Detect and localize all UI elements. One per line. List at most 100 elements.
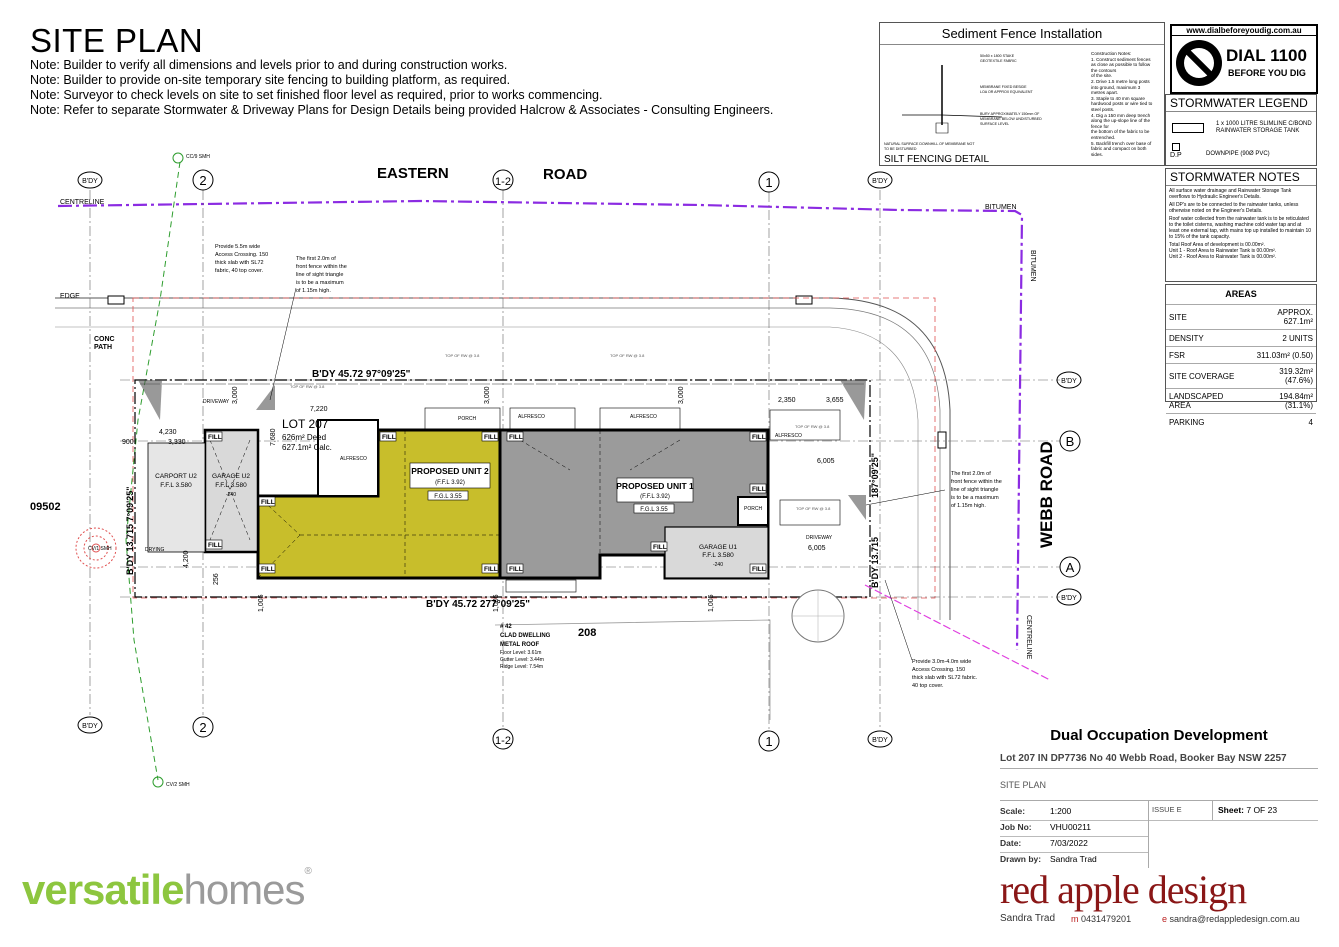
bitumen-label: BITUMEN (985, 204, 1017, 211)
smh-top-label: CC/9 SMH (186, 154, 210, 160)
crossing-note-top-2: Access Crossing. 150 (215, 252, 268, 258)
top-rw-1: TOP OF RW @ 3.8 (290, 384, 325, 389)
conc-path-label: CONC (94, 336, 115, 343)
garage-u2-label: GARAGE U2 (212, 473, 250, 480)
dim-7680: 7,680 (270, 428, 277, 446)
grid-bubble-2-bottom: 2 (199, 720, 206, 735)
crossing-note-top-3: thick slab with SL72 (215, 260, 264, 266)
sight-note-top-5: of 1.15m high. (296, 288, 331, 294)
versatile-homes-logo: versatilehomes® (22, 866, 312, 913)
grid-bubble-1-bottom: 1 (765, 734, 772, 749)
unit-1-title: PROPOSED UNIT 1 (616, 481, 694, 491)
sight-triangle-right (848, 495, 866, 520)
stormwater-notes-body: All surface water drainage and Rainwater… (1169, 188, 1312, 260)
silt-label-7: SURFACE LEVEL (980, 122, 1009, 126)
silt-label-3: MEMBRANE FIXED BESIDE (980, 85, 1027, 89)
tank-symbol (1172, 123, 1204, 133)
sight-note-right-5: of 1.15m high. (951, 503, 986, 509)
sight-note-right-2: front fence within the (951, 479, 1002, 485)
bdy-bubble-bottom-left: B'DY (82, 723, 98, 730)
unit-2-ffl: (F.F.L 3.92) (435, 480, 465, 486)
dim-3000-c: 3,000 (678, 386, 685, 404)
top-rw-3: TOP OF RW @ 3.8 (610, 353, 645, 358)
bdy-bubble-top-left: B'DY (82, 178, 98, 185)
stormwater-legend-title: STORMWATER LEGEND (1166, 95, 1316, 112)
alfresco-label-u1: ALFRESCO (775, 433, 802, 439)
sight-note-right-4: is to be a maximum (951, 495, 999, 501)
porch-label: PORCH (458, 416, 476, 422)
bitumen-label-side: BITUMEN (1029, 250, 1036, 282)
carport-ffl: F.F.L 3.580 (160, 482, 192, 489)
neighbour-ridge-level: Ridge Level: 7.54m (500, 664, 543, 670)
fill-label-10: FILL (752, 434, 766, 441)
drying-label: DRYING (145, 547, 164, 553)
dim-900: 900 (122, 439, 134, 446)
dim-1005-c: 1,005 (708, 594, 715, 612)
sheet-number: Sheet: 7 OF 23 (1218, 805, 1278, 815)
dim-256: 256 (213, 573, 220, 585)
crossing-note-top-1: Provide 5.5m wide (215, 244, 260, 250)
silt-label-2: GEOTEXTILE FABRIC (980, 59, 1017, 63)
silt-label-9: TO BE DISTURBED (884, 147, 917, 151)
smh-top (172, 152, 184, 164)
tank-description: 1 x 1000 LITRE SLIMLINE C/BOND RAINWATER… (1216, 121, 1312, 134)
road-label-webb: WEBB ROAD (1037, 441, 1056, 548)
garage-u2 (203, 428, 260, 554)
bdy-bottom-label: B'DY 45.72 277°09'25" (426, 599, 530, 610)
site-boundary (134, 379, 871, 598)
bdy-bubble-top-right: B'DY (872, 178, 888, 185)
fill-label-5: FILL (382, 434, 396, 441)
dim-3655: 3,655 (826, 397, 844, 404)
stormwater-legend: STORMWATER LEGEND 1 x 1000 LITRE SLIMLIN… (1165, 94, 1317, 166)
note-3: Note: Surveyor to check levels on site t… (30, 88, 603, 102)
unit-2-alfresco (317, 419, 379, 497)
fill-label-13: FILL (752, 566, 766, 573)
fill-label-1: FILL (208, 434, 222, 441)
sight-note-right-3: line of sight triangle (951, 487, 998, 493)
garage-u1-level: -240 (713, 562, 723, 568)
downpipe-description: DOWNPIPE (90Ø PVC) (1206, 151, 1270, 157)
dim-7220: 7,220 (310, 406, 328, 413)
sediment-title: Sediment Fence Installation (880, 23, 1164, 45)
grid-bubble-2-top: 2 (199, 173, 206, 188)
alfresco-label-3: ALFRESCO (630, 414, 657, 420)
garage-u1-label: GARAGE U1 (699, 544, 737, 551)
sight-triangle-mid (256, 385, 275, 410)
sight-note-top-3: line of sight triangle (296, 272, 343, 278)
fill-label-8: FILL (509, 434, 523, 441)
alfresco-u2-label: ALFRESCO (340, 456, 367, 462)
note-2: Note: Builder to provide on-site tempora… (30, 73, 511, 87)
neighbour-house-no: # 42 (500, 624, 512, 630)
red-apple-design-logo: red apple design (1000, 867, 1247, 912)
silt-label-5: BURY APPROXIMATELY 150mm OF (980, 112, 1040, 116)
designer-phone: m 0431479201 (1071, 914, 1132, 924)
edge-label: EDGE (60, 293, 80, 300)
silt-fence-sketch: 50x50 x 1800 STAKE GEOTEXTILE FABRIC MEM… (884, 54, 1042, 151)
sight-triangle-right-top (840, 380, 866, 420)
fill-label-9: FILL (509, 566, 523, 573)
crossing-note-bottom-1: Provide 3.0m-4.0m wide (912, 659, 971, 665)
bdy-bubble-right-bottom: B'DY (1061, 595, 1077, 602)
fill-label-6: FILL (484, 434, 498, 441)
kerb-pit-top-right (795, 295, 813, 305)
dim-3000-b: 3,000 (484, 386, 491, 404)
smh-bottom (152, 776, 164, 788)
dial-before-you-dig-logo: www.dialbeforeyoudig.com.au DIAL 1100 BE… (1170, 24, 1318, 94)
driveway-label-top: DRIVEWAY (203, 399, 230, 405)
sight-triangle-left (138, 380, 162, 420)
smh-left-label: CV/1 SMH (88, 546, 112, 552)
bdy-left-label: B'DY 13.715 7°09'25" (125, 486, 135, 575)
dim-6005-b: 6,005 (808, 545, 826, 552)
road-label-eastern: EASTERN (377, 165, 449, 182)
dbyd-tagline: BEFORE YOU DIG (1228, 68, 1306, 78)
dbyd-url: www.dialbeforeyoudig.com.au (1172, 26, 1316, 36)
downpipe-symbol: D.P (1170, 152, 1182, 159)
stormwater-notes-title: STORMWATER NOTES (1166, 169, 1316, 186)
project-title: Dual Occupation Development (1050, 727, 1268, 744)
